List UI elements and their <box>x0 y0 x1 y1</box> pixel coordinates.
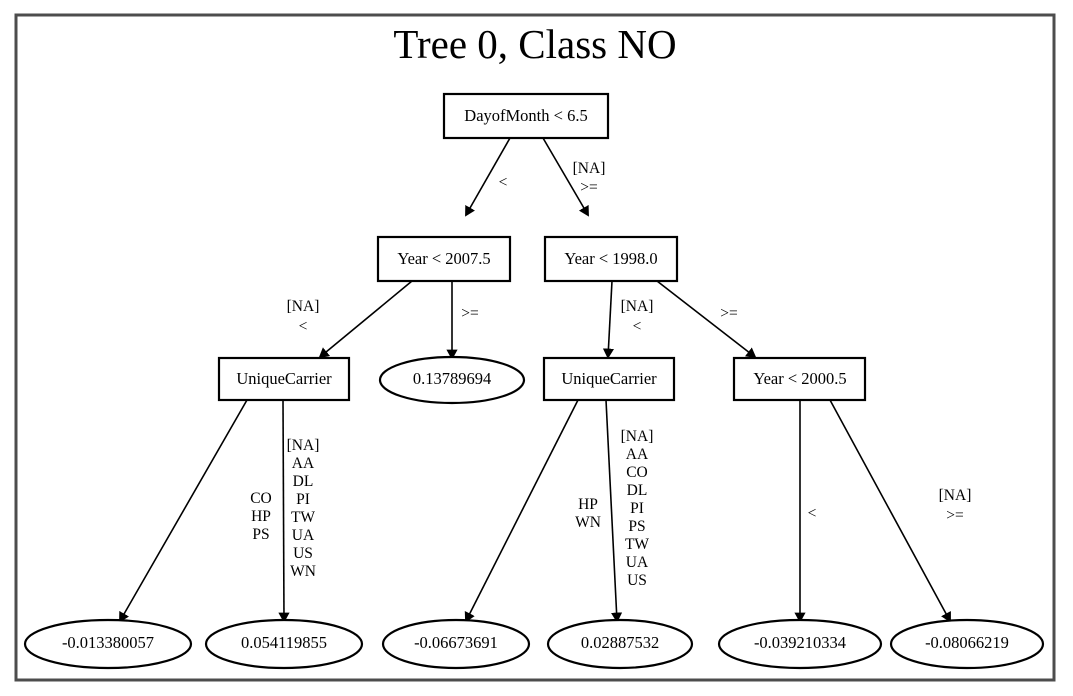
edge-label-root-right-op: >= <box>580 179 597 196</box>
edge-label-year2007-right: >= <box>461 305 478 322</box>
edge-year1998-right <box>656 280 757 359</box>
edge-root-right <box>542 137 589 217</box>
edge-year2000-right <box>829 399 951 623</box>
node-unique-carrier-left[interactable]: UniqueCarrier <box>217 356 351 402</box>
node-leaf-3-label: -0.06673691 <box>414 633 498 652</box>
page-title: Tree 0, Class NO <box>393 21 676 67</box>
edge-label-carrierR-right-7: TW <box>625 536 649 553</box>
node-leaf-1-label: -0.013380057 <box>62 633 154 652</box>
node-year-1998-label: Year < 1998.0 <box>564 249 657 268</box>
edge-carrier-left-left <box>119 399 248 623</box>
node-leaf-5-label: -0.039210334 <box>754 633 846 652</box>
node-root[interactable]: DayofMonth < 6.5 <box>442 92 610 140</box>
node-year-2007-label: Year < 2007.5 <box>397 249 490 268</box>
node-unique-carrier-right-label: UniqueCarrier <box>561 369 657 388</box>
edge-label-year1998-right: >= <box>720 305 737 322</box>
node-year-1998[interactable]: Year < 1998.0 <box>543 235 679 283</box>
edge-label-carrierR-right-2: AA <box>626 446 649 463</box>
edge-year2007-left <box>318 280 413 359</box>
edge-label-year2000-right-na: [NA] <box>939 487 972 504</box>
node-leaf-2-label: 0.054119855 <box>241 633 327 652</box>
node-root-label: DayofMonth < 6.5 <box>464 106 587 125</box>
edge-label-year1998-left-op: < <box>633 318 642 335</box>
node-leaf-6[interactable]: -0.08066219 <box>889 618 1045 670</box>
edge-label-carrierL-right-5: TW <box>291 509 315 526</box>
edge-label-year2007-left-na: [NA] <box>287 298 320 315</box>
node-leaf-0-13789694[interactable]: 0.13789694 <box>378 355 526 405</box>
node-leaf-0-13789694-label: 0.13789694 <box>413 369 491 388</box>
edge-label-year2007-left-op: < <box>299 318 308 335</box>
node-leaf-5[interactable]: -0.039210334 <box>717 618 883 670</box>
edge-label-carrierL-right-2: AA <box>292 455 315 472</box>
node-leaf-4-label: 0.02887532 <box>581 633 659 652</box>
figure-border <box>14 13 1056 682</box>
node-year-2000-label: Year < 2000.5 <box>753 369 846 388</box>
edge-label-carrierR-right-3: CO <box>626 464 648 481</box>
edge-label-carrierR-right-6: PS <box>628 518 645 535</box>
edge-root-left <box>465 137 511 217</box>
edge-label-carrierR-right-5: PI <box>630 500 644 517</box>
edge-label-carrierL-left-2: HP <box>251 508 271 525</box>
edge-year1998-left <box>602 280 615 359</box>
edge-label-carrierL-right-1: [NA] <box>287 437 320 454</box>
edge-label-carrierR-left-1: HP <box>578 496 598 513</box>
edge-label-root-right-na: [NA] <box>573 160 606 177</box>
edge-carrier-right-left <box>464 399 579 623</box>
node-leaf-4[interactable]: 0.02887532 <box>546 618 694 670</box>
edge-carrier-left-right <box>278 399 290 623</box>
node-year-2007[interactable]: Year < 2007.5 <box>376 235 512 283</box>
node-year-2000[interactable]: Year < 2000.5 <box>732 356 867 402</box>
node-unique-carrier-right[interactable]: UniqueCarrier <box>542 356 676 402</box>
edge-carrier-right-right <box>605 399 623 623</box>
edge-label-carrierL-right-6: UA <box>292 527 315 544</box>
edge-label-carrierR-right-1: [NA] <box>621 428 654 445</box>
edge-label-carrierL-right-8: WN <box>290 563 316 580</box>
edge-label-carrierR-right-8: UA <box>626 554 649 571</box>
edge-label-root-left: < <box>499 174 508 191</box>
edge-label-carrierL-left-1: CO <box>250 490 272 507</box>
edge-label-carrierL-left-3: PS <box>252 526 269 543</box>
edge-label-carrierL-right-4: PI <box>296 491 310 508</box>
edge-label-carrierR-left-2: WN <box>575 514 601 531</box>
edge-label-carrierR-right-4: DL <box>627 482 648 499</box>
edge-label-carrierL-right-7: US <box>293 545 313 562</box>
node-leaf-6-label: -0.08066219 <box>925 633 1009 652</box>
node-leaf-1[interactable]: -0.013380057 <box>23 618 193 670</box>
node-leaf-2[interactable]: 0.054119855 <box>204 618 364 670</box>
edge-label-carrierL-right-3: DL <box>293 473 314 490</box>
edge-label-year1998-left-na: [NA] <box>621 298 654 315</box>
edge-label-year2000-right-op: >= <box>946 507 963 524</box>
node-leaf-3[interactable]: -0.06673691 <box>381 618 531 670</box>
edge-label-carrierR-right-9: US <box>627 572 647 589</box>
edge-label-year2000-left: < <box>808 505 817 522</box>
node-unique-carrier-left-label: UniqueCarrier <box>236 369 332 388</box>
